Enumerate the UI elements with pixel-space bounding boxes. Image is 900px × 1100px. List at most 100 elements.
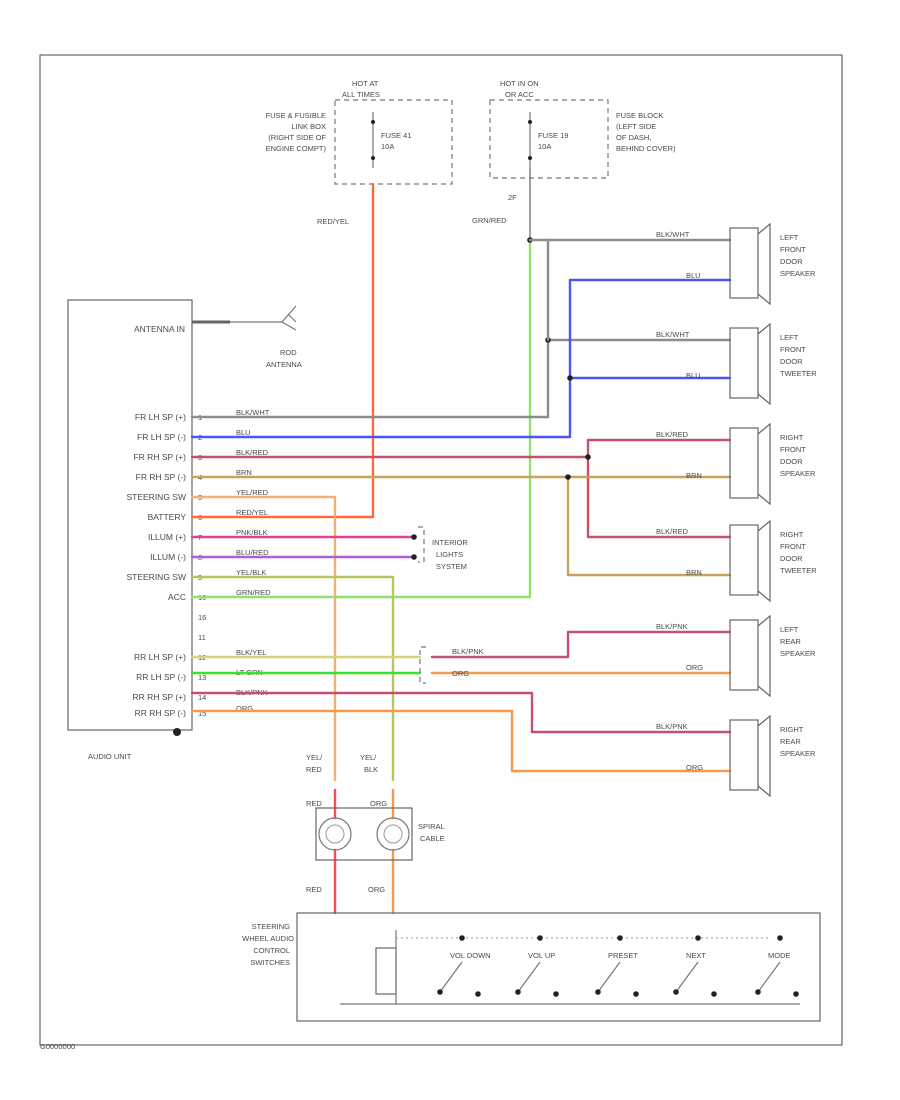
wire-brn-tweeter bbox=[566, 475, 732, 577]
speaker-name-3: SPEAKER bbox=[780, 749, 816, 758]
switch-contact-bot-5 bbox=[755, 989, 761, 995]
audio-unit-ground bbox=[173, 728, 181, 736]
rod-antenna-label-1: ROD bbox=[280, 348, 297, 357]
interior-lights-connector: INTERIOR LIGHTS SYSTEM bbox=[418, 526, 468, 571]
switch-lever bbox=[675, 961, 699, 993]
switch-label-5: MODE bbox=[768, 951, 791, 960]
speaker-name-4: TWEETER bbox=[780, 566, 817, 575]
fuse-right-location-4: BEHIND COVER) bbox=[616, 144, 676, 153]
speaker-top-wire-label: BLK/PNK bbox=[656, 722, 688, 731]
speaker-name-4: TWEETER bbox=[780, 369, 817, 378]
speaker-cone-icon bbox=[757, 614, 771, 698]
pin-number-14: 14 bbox=[198, 693, 206, 702]
switch-lever bbox=[439, 961, 463, 993]
switch-contact-top-1 bbox=[459, 935, 465, 941]
switch-ground-4 bbox=[711, 991, 717, 997]
switch-label-1: VOL DOWN bbox=[450, 951, 491, 960]
fuse-left-location-4: ENGINE COMPT) bbox=[266, 144, 327, 153]
footer-code: G0000000 bbox=[40, 1042, 75, 1051]
wire-yel-red-steering bbox=[190, 495, 337, 782]
speaker-name-2: FRONT bbox=[780, 542, 806, 551]
pin-label-12: RR LH SP (+) bbox=[134, 652, 186, 662]
speaker-bot-wire-label: BRN bbox=[686, 471, 702, 480]
wire-blu-fl bbox=[190, 278, 732, 439]
speaker-name-3: DOOR bbox=[780, 257, 803, 266]
speaker-name-2: REAR bbox=[780, 737, 801, 746]
switch-ground-3 bbox=[633, 991, 639, 997]
speaker-connector bbox=[729, 227, 759, 299]
rear-splice-connector bbox=[419, 646, 426, 684]
speaker-name-3: DOOR bbox=[780, 457, 803, 466]
speaker-top-wire-label: BLK/WHT bbox=[656, 330, 690, 339]
switch-lever bbox=[597, 961, 621, 993]
speaker-name-2: REAR bbox=[780, 637, 801, 646]
pin-number-13: 13 bbox=[198, 673, 206, 682]
pin-label-4: FR RH SP (-) bbox=[136, 472, 187, 482]
wire-label-9: YEL/BLK bbox=[236, 568, 266, 577]
switch-contact-top-3 bbox=[617, 935, 623, 941]
speaker-name-1: LEFT bbox=[780, 233, 799, 242]
fuse-box-left: HOT AT ALL TIMES FUSE & FUSIBLE LINK BOX… bbox=[266, 79, 453, 226]
spiral-left-in-2: RED bbox=[306, 765, 322, 774]
pin-number-16: 16 bbox=[198, 613, 206, 622]
wire-blk-red-fr bbox=[190, 438, 732, 459]
switches-label-1: STEERING bbox=[252, 922, 291, 931]
speaker-connector bbox=[729, 524, 759, 596]
wire-label-8: BLU/RED bbox=[236, 548, 269, 557]
speaker-cone-icon bbox=[757, 714, 771, 798]
fuse-left-wire-label: RED/YEL bbox=[317, 217, 349, 226]
pin-label-7: ILLUM (+) bbox=[148, 532, 186, 542]
speaker-top-wire-label: BLK/RED bbox=[656, 527, 689, 536]
speaker-name-3: DOOR bbox=[780, 357, 803, 366]
spiral-right-coil-icon bbox=[376, 817, 410, 851]
speaker-cone-icon bbox=[757, 322, 771, 406]
fuse-right-location-2: (LEFT SIDE bbox=[616, 122, 656, 131]
speaker-name-1: RIGHT bbox=[780, 530, 804, 539]
spiral-left-coil-icon bbox=[318, 817, 352, 851]
switch-contact-bot-2 bbox=[515, 989, 521, 995]
wire-blk-wht-fl bbox=[190, 338, 732, 419]
wire-label-12: BLK/YEL bbox=[236, 648, 266, 657]
wire-label-15: ORG bbox=[236, 704, 253, 713]
switches-label-3: CONTROL bbox=[253, 946, 290, 955]
fuse-right-location-1: FUSE BLOCK bbox=[616, 111, 664, 120]
switch-ground-2 bbox=[553, 991, 559, 997]
speaker-connector bbox=[729, 327, 759, 399]
resistor-icon bbox=[375, 947, 397, 995]
wire-yel-blk-steering bbox=[190, 575, 395, 782]
switch-contact-top-2 bbox=[537, 935, 543, 941]
switch-contact-bot-4 bbox=[673, 989, 679, 995]
speaker-name-3: SPEAKER bbox=[780, 649, 816, 658]
fuse-left-title-2: ALL TIMES bbox=[342, 90, 380, 99]
fuse-19-rating: 10A bbox=[538, 142, 551, 151]
spiral-left-mid: RED bbox=[306, 799, 322, 808]
pin-label-14: RR RH SP (+) bbox=[133, 692, 187, 702]
fuse-left-location-2: LINK BOX bbox=[291, 122, 326, 131]
speaker-name-3: DOOR bbox=[780, 554, 803, 563]
wire-red-yel-fuse41 bbox=[190, 182, 375, 519]
antenna-in-label: ANTENNA IN bbox=[134, 324, 185, 334]
outer-frame bbox=[39, 54, 843, 1046]
fuse-right-title-2: OR ACC bbox=[505, 90, 534, 99]
rear-splice-bot-label: ORG bbox=[452, 669, 469, 678]
pin-label-3: FR RH SP (+) bbox=[133, 452, 186, 462]
fuse-left-location-3: (RIGHT SIDE OF bbox=[268, 133, 326, 142]
speaker-name-2: FRONT bbox=[780, 245, 806, 254]
speaker-name-4: SPEAKER bbox=[780, 269, 816, 278]
speaker-name-1: RIGHT bbox=[780, 725, 804, 734]
switch-label-4: NEXT bbox=[686, 951, 706, 960]
speaker-name-2: FRONT bbox=[780, 445, 806, 454]
speaker-cone-icon bbox=[757, 422, 771, 506]
speaker-connector bbox=[729, 719, 759, 791]
wire-label-10: GRN/RED bbox=[236, 588, 271, 597]
speaker-cone-icon bbox=[757, 519, 771, 603]
fuse-box-right: HOT IN ON OR ACC FUSE BLOCK (LEFT SIDE O… bbox=[472, 79, 676, 240]
splice-blu bbox=[567, 375, 573, 381]
spiral-left-out: RED bbox=[306, 885, 322, 894]
switches-label-2: WHEEL AUDIO bbox=[242, 934, 294, 943]
switch-contact-top-5 bbox=[777, 935, 783, 941]
fuse-41-label: FUSE 41 bbox=[381, 131, 411, 140]
pin-label-10: ACC bbox=[168, 592, 186, 602]
